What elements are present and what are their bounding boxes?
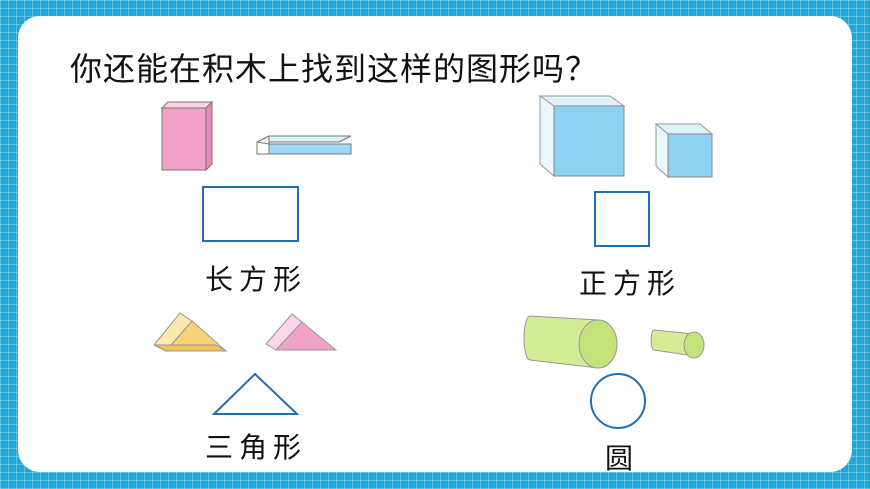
label-rectangle: 长方形 bbox=[205, 263, 308, 296]
pink-prism-block bbox=[265, 313, 338, 351]
label-triangle: 三角形 bbox=[205, 431, 308, 464]
large-cylinder-block bbox=[523, 315, 618, 369]
pink-cuboid-block bbox=[160, 100, 214, 172]
slide-card bbox=[18, 16, 852, 472]
label-square: 正方形 bbox=[579, 267, 682, 300]
large-blue-cube-block bbox=[538, 95, 626, 178]
small-blue-cube-block bbox=[654, 122, 714, 179]
label-circle: 圆 bbox=[605, 442, 640, 475]
question-title: 你还能在积木上找到这样的图形吗？ bbox=[70, 50, 599, 88]
rectangle-outline bbox=[202, 186, 299, 242]
small-cylinder-block bbox=[650, 329, 705, 359]
circle-outline bbox=[590, 373, 646, 429]
square-outline bbox=[594, 191, 650, 247]
triangle-outline bbox=[211, 372, 300, 415]
yellow-prism-block bbox=[153, 312, 228, 352]
flat-blue-cuboid-block bbox=[256, 135, 352, 155]
